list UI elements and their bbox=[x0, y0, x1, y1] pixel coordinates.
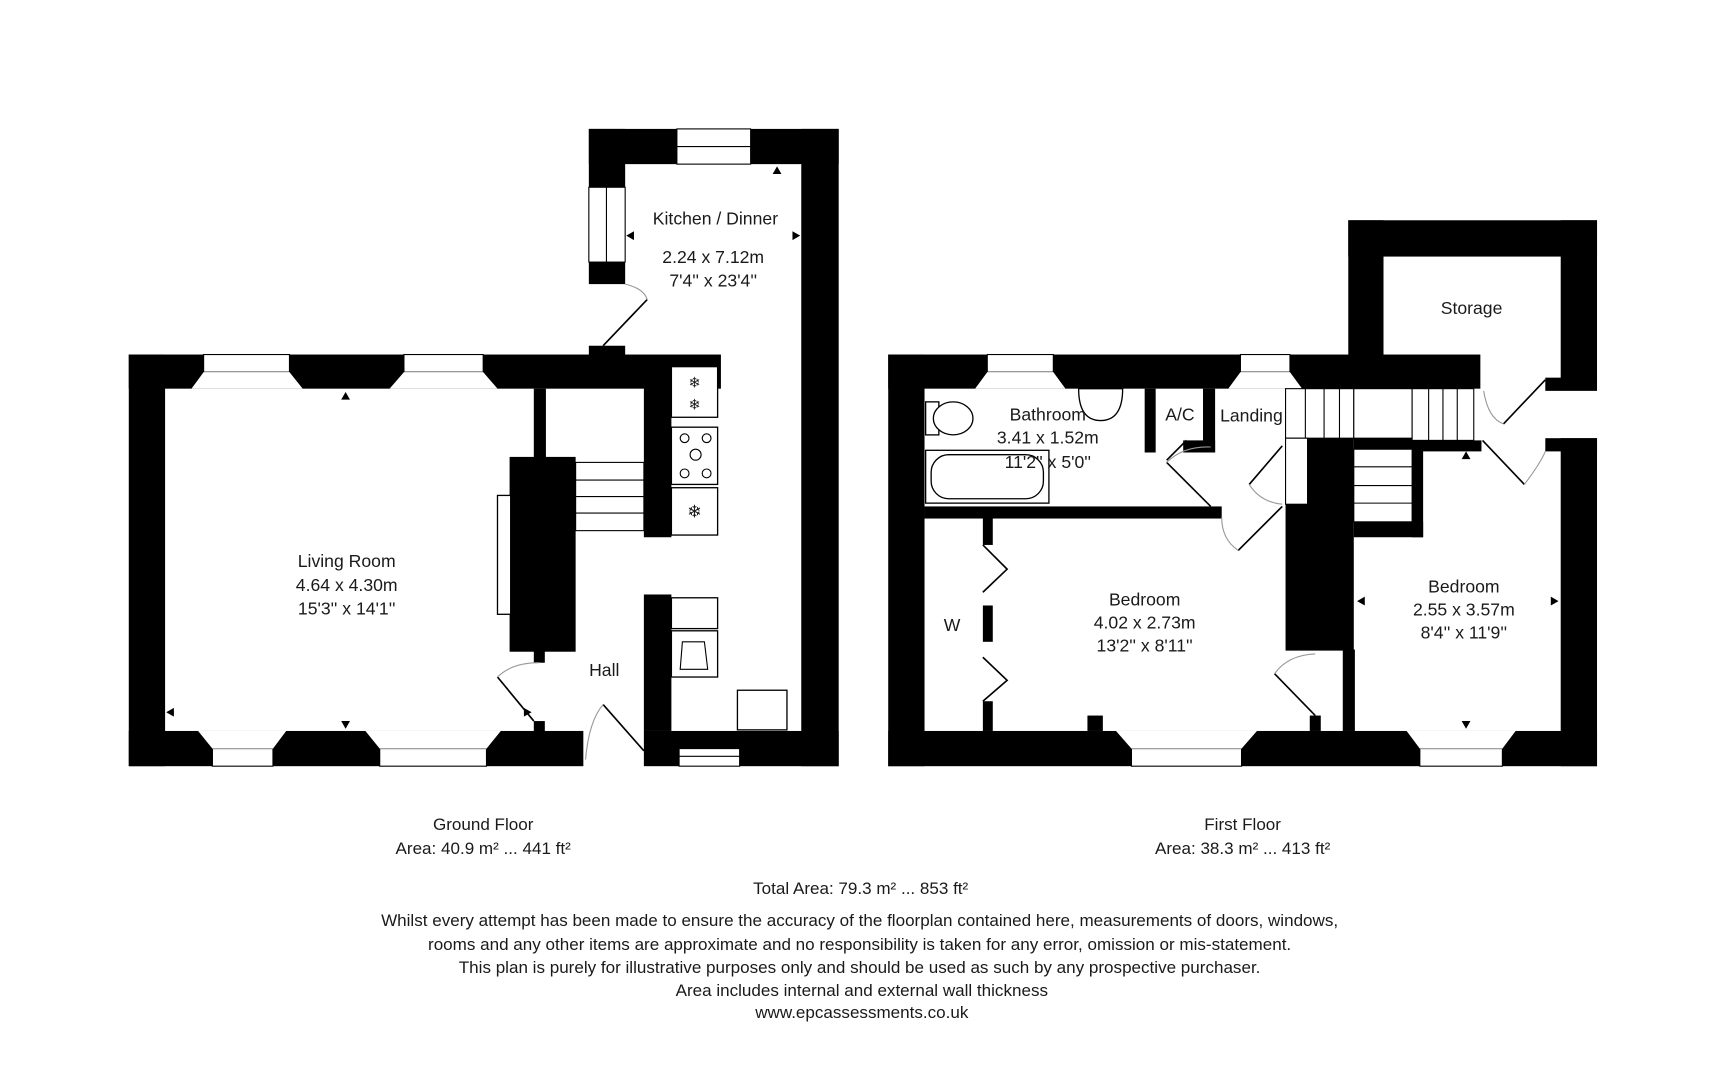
room-name-wardrobe: W bbox=[944, 615, 961, 635]
room-imperial-bedroom-2: 8'4'' x 11'9'' bbox=[1421, 623, 1507, 643]
room-name-bathroom: Bathroom bbox=[1010, 405, 1086, 425]
room-name-hall: Hall bbox=[589, 660, 619, 680]
room-imperial-kitchen: 7'4'' x 23'4'' bbox=[669, 270, 757, 290]
room-metric-living: 4.64 x 4.30m bbox=[296, 575, 398, 595]
disclaimer-line-1: Whilst every attempt has been made to en… bbox=[381, 911, 1338, 930]
room-metric-kitchen: 2.24 x 7.12m bbox=[662, 247, 764, 267]
first-floor-title: First Floor bbox=[1204, 815, 1281, 834]
first-floor-area: Area: 38.3 m² ... 413 ft² bbox=[1155, 839, 1331, 858]
room-name-living: Living Room bbox=[298, 551, 396, 571]
room-imperial-bedroom-1: 13'2'' x 8'11'' bbox=[1097, 636, 1193, 656]
footer: Ground Floor Area: 40.9 m² ... 441 ft² F… bbox=[381, 815, 1338, 1022]
disclaimer-line-2: rooms and any other items are approximat… bbox=[428, 935, 1291, 954]
room-name-bedroom-1: Bedroom bbox=[1109, 589, 1180, 609]
ground-floor-plan: ❄ ❄ ❄ Kitchen / Dinner 2.24 x 7.12m 7'4'… bbox=[128, 128, 839, 767]
room-metric-bedroom-2: 2.55 x 3.57m bbox=[1413, 599, 1515, 619]
ground-floor-area: Area: 40.9 m² ... 441 ft² bbox=[396, 839, 572, 858]
svg-text:❄: ❄ bbox=[689, 398, 701, 414]
room-name-kitchen: Kitchen / Dinner bbox=[653, 209, 778, 229]
room-metric-bathroom: 3.41 x 1.52m bbox=[997, 428, 1099, 448]
room-name-storage: Storage bbox=[1441, 298, 1503, 318]
ground-floor-title: Ground Floor bbox=[433, 815, 534, 834]
website-link[interactable]: www.epcassessments.co.uk bbox=[754, 1003, 969, 1022]
disclaimer-line-3: This plan is purely for illustrative pur… bbox=[459, 958, 1261, 977]
room-metric-bedroom-1: 4.02 x 2.73m bbox=[1094, 613, 1196, 633]
total-area: Total Area: 79.3 m² ... 853 ft² bbox=[753, 879, 968, 898]
room-name-bedroom-2: Bedroom bbox=[1428, 576, 1499, 596]
first-floor-plan: Bathroom 3.41 x 1.52m 11'2'' x 5'0'' A/C… bbox=[888, 220, 1598, 767]
disclaimer-line-4: Area includes internal and external wall… bbox=[676, 981, 1048, 1000]
room-imperial-living: 15'3'' x 14'1'' bbox=[298, 598, 396, 618]
svg-text:❄: ❄ bbox=[689, 376, 701, 392]
room-name-ac: A/C bbox=[1165, 405, 1195, 425]
room-imperial-bathroom: 11'2'' x 5'0'' bbox=[1005, 452, 1091, 472]
room-name-landing: Landing bbox=[1220, 406, 1283, 426]
svg-text:❄: ❄ bbox=[687, 501, 702, 521]
